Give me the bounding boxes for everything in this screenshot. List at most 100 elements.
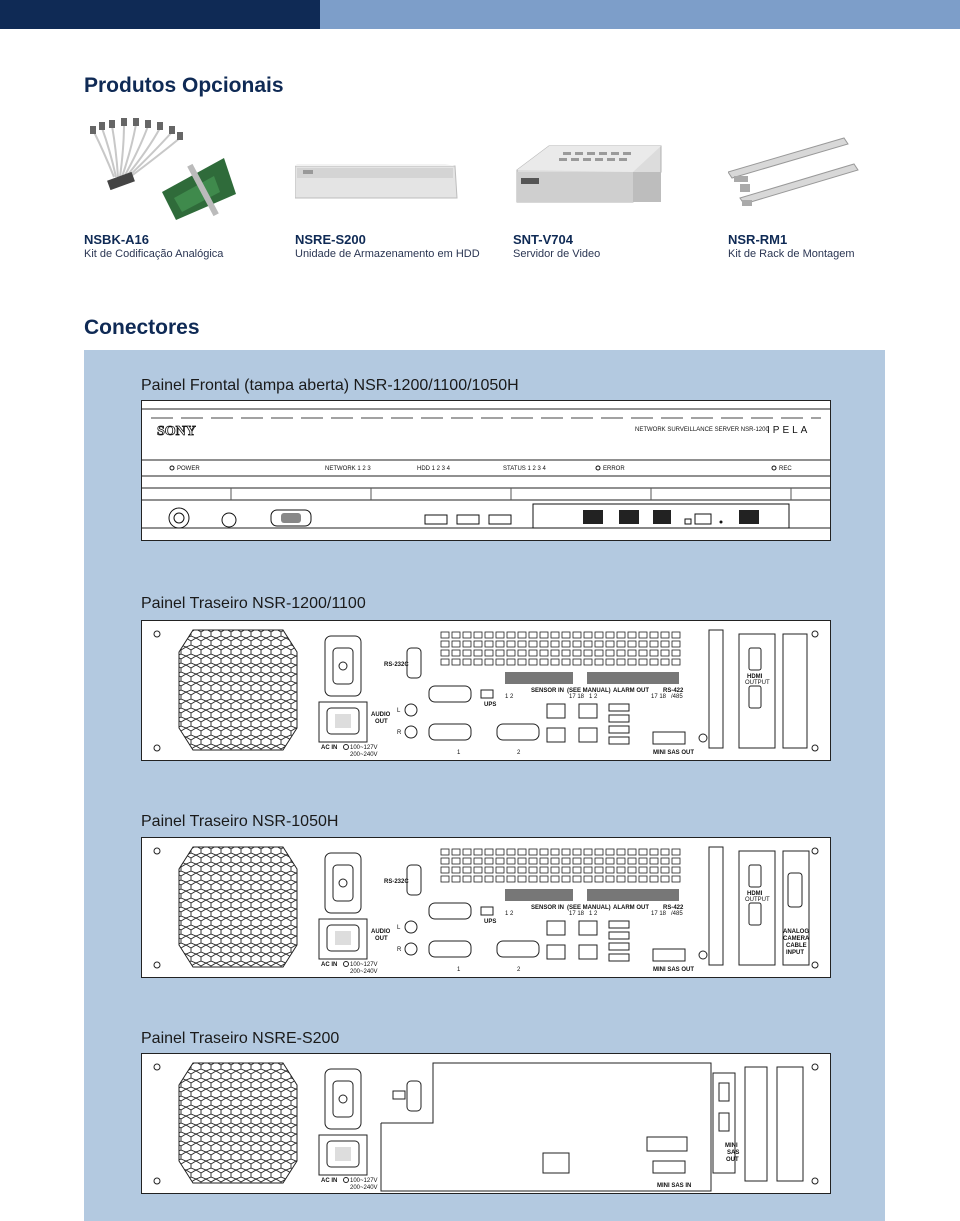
- vent-slot: [517, 631, 527, 639]
- mini-sas-out-label: MINI SAS OUT: [653, 750, 694, 756]
- vent-slot: [484, 658, 494, 666]
- vent-slot: [550, 640, 560, 648]
- audio-l-label: L: [397, 708, 401, 714]
- error-led-icon: [595, 465, 601, 471]
- vent-slot: [473, 658, 483, 666]
- sensor-in-label: SENSOR IN: [531, 905, 564, 911]
- vent-slot: [583, 875, 593, 883]
- ups-port-icon: [480, 906, 494, 916]
- vent-slot: [451, 866, 461, 874]
- vent-slot: [506, 857, 516, 865]
- mini-label: MINI: [725, 1143, 738, 1149]
- vent-slot: [462, 848, 472, 856]
- vent-slot: [462, 875, 472, 883]
- vent-slot: [539, 866, 549, 874]
- alarm-terminal-block: [587, 889, 679, 901]
- vent-slot: [473, 875, 483, 883]
- vent-slot: [550, 631, 560, 639]
- vent-slot: [572, 848, 582, 856]
- vent-slot: [517, 875, 527, 883]
- audio-r-label: R: [397, 730, 402, 736]
- terminal-number-label: 1 2: [589, 911, 598, 917]
- terminal-number-label: 1 2: [589, 694, 598, 700]
- vent-slot: [671, 649, 681, 657]
- vent-slot: [605, 631, 615, 639]
- terminal-number-label: 17 18: [651, 911, 667, 917]
- hdmi-output-label: OUTPUT: [745, 680, 770, 686]
- ac-inlet-icon: [318, 701, 368, 743]
- power-switch-icon: [324, 852, 362, 914]
- vent-slot: [506, 649, 516, 657]
- vent-slot: [594, 631, 604, 639]
- vent-slot: [627, 658, 637, 666]
- usb-port-icon: [608, 920, 630, 929]
- vent-slot: [594, 640, 604, 648]
- rear-1200-title: Painel Traseiro NSR-1200/1100: [141, 595, 366, 612]
- hdmi-card-slot: [738, 633, 776, 749]
- ac-inlet-icon: [318, 918, 368, 960]
- vent-slot: [528, 640, 538, 648]
- mini-sas-port-icon: [652, 1160, 686, 1174]
- vent-slot: [594, 649, 604, 657]
- fan-grille: [178, 846, 298, 968]
- audio-l-jack-icon: [404, 703, 418, 717]
- vent-slot: [616, 875, 626, 883]
- lan-port-icon: [546, 920, 566, 936]
- vent-slot: [627, 875, 637, 883]
- vent-slot: [495, 658, 505, 666]
- dvi-analog-port-icon: [787, 872, 803, 908]
- vent-slot: [484, 866, 494, 874]
- rs232c-port-icon: [406, 647, 422, 679]
- front-hdd-label: HDD 1 2 3 4: [417, 466, 451, 472]
- vent-slot: [649, 875, 659, 883]
- vent-slot: [495, 875, 505, 883]
- product-nsre-s200: NSRE-S200 Unidade de Armazenamento em HD…: [294, 102, 495, 260]
- sensor-terminal-block: [505, 672, 573, 684]
- vent-slot: [561, 658, 571, 666]
- vent-slot: [451, 631, 461, 639]
- ac-inlet-icon: [318, 1134, 368, 1176]
- sensor-terminal-block: [505, 889, 573, 901]
- vent-slot: [627, 631, 637, 639]
- vent-slot: [561, 631, 571, 639]
- vent-slot: [506, 875, 516, 883]
- vent-slot: [440, 866, 450, 874]
- vent-slot: [462, 649, 472, 657]
- analog-label: ANALOG: [783, 929, 809, 935]
- vent-slot: [473, 631, 483, 639]
- ground-screw-icon: [698, 733, 708, 743]
- vga-port-icon: [496, 723, 540, 741]
- front-error-label: ERROR: [603, 466, 625, 472]
- terminal-block: [646, 1136, 688, 1152]
- rs422-label: RS-422: [663, 688, 684, 694]
- vent-slot: [638, 631, 648, 639]
- vent-slot: [638, 848, 648, 856]
- vent-slot: [649, 631, 659, 639]
- vent-slot: [440, 640, 450, 648]
- vent-slot: [638, 649, 648, 657]
- power-button-icon: [168, 507, 190, 529]
- vent-slot: [616, 640, 626, 648]
- vent-slot: [649, 848, 659, 856]
- port-number-label: 2: [517, 750, 521, 756]
- vent-slot: [484, 649, 494, 657]
- vent-slot: [495, 640, 505, 648]
- vent-slot: [572, 649, 582, 657]
- vga-port-icon: [270, 509, 312, 527]
- vent-slot: [451, 658, 461, 666]
- vent-slot: [517, 857, 527, 865]
- vent-slot: [561, 857, 571, 865]
- vent-slot: [484, 640, 494, 648]
- vent-slot: [440, 848, 450, 856]
- top-bar-light: [320, 0, 960, 29]
- vent-slot: [572, 640, 582, 648]
- product-nsr-rm1: NSR-RM1 Kit de Rack de Montagem: [727, 102, 928, 260]
- vent-slot: [660, 640, 670, 648]
- vent-slot: [616, 658, 626, 666]
- vent-slot: [517, 866, 527, 874]
- vent-slot: [583, 857, 593, 865]
- ac-in-label: AC IN: [321, 962, 337, 968]
- front-panel-drawing: SONY NETWORK SURVEILLANCE SERVER NSR-120…: [141, 400, 831, 541]
- power-switch-icon: [324, 1068, 362, 1130]
- vent-slot: [495, 866, 505, 874]
